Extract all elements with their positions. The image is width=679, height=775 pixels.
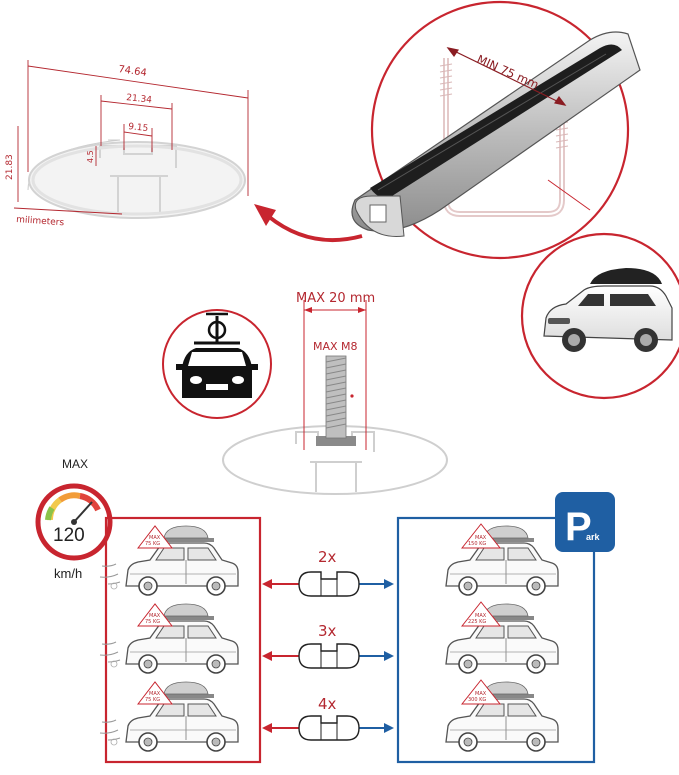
park-tag-3-max: MAX: [475, 691, 487, 697]
park-panel: [396, 492, 615, 764]
speed-unit: km/h: [54, 566, 82, 581]
park-car-1: [445, 525, 559, 596]
park-tag-3: [460, 679, 502, 705]
bar-count-3: 4x: [318, 695, 337, 713]
drive-panel: [104, 516, 262, 764]
drive-tag-2-load: 75 KG: [145, 619, 160, 625]
suv-roofbox-circle: [520, 232, 679, 400]
drive-car-3: [99, 681, 239, 752]
bar-profile-drawing: [13, 60, 249, 219]
bar-count-1: 2x: [318, 548, 337, 566]
park-tag-2-load: 225 KG: [468, 619, 486, 625]
dim-slot-inner: 9.15: [128, 122, 149, 134]
pointer-arrow: [254, 204, 363, 243]
park-tag-3-load: 300 KG: [468, 697, 486, 703]
bolt-size-label: MAX M8: [313, 340, 358, 353]
park-tag-1-load: 150 KG: [468, 541, 486, 547]
park-tag-2-max: MAX: [475, 613, 487, 619]
dim-slot-depth: 4.5: [86, 150, 95, 163]
drive-car-2: [99, 603, 239, 674]
dim-height: 21.83: [5, 154, 15, 180]
park-letter: P: [565, 505, 592, 549]
drive-tag-2: [136, 603, 174, 627]
drive-tag-3-load: 75 KG: [145, 697, 160, 703]
speedometer-icon: [35, 483, 113, 561]
park-car-3: [445, 681, 559, 752]
bar-count-2: 3x: [318, 622, 337, 640]
park-tag-1: [460, 523, 502, 549]
speed-max-label: MAX: [62, 457, 88, 471]
speed-value: 120: [53, 525, 85, 546]
drive-tag-3-max: MAX: [149, 691, 161, 697]
dim-unit-label: milimeters: [16, 215, 65, 228]
bar-count-row-1: [262, 571, 394, 597]
bar-count-row-2: [262, 643, 394, 669]
park-sign-icon: P ark: [565, 505, 601, 549]
drive-tag-2-max: MAX: [149, 613, 161, 619]
drive-car-1: [99, 525, 239, 596]
park-tag-1-max: MAX: [475, 535, 487, 541]
drive-tag-1: [136, 525, 174, 549]
park-tag-2: [460, 601, 502, 627]
max-length-label: MAX 20 mm: [296, 291, 375, 306]
park-suffix: ark: [586, 532, 601, 542]
bike-carrier-circle: [162, 309, 272, 419]
drive-tag-1-load: 75 KG: [145, 541, 160, 547]
dim-slot-outer: 21.34: [126, 93, 153, 106]
park-car-2: [445, 603, 559, 674]
zoom-circle: [351, 0, 641, 260]
dim-total-width: 74.64: [118, 64, 148, 79]
drive-tag-3: [136, 681, 174, 705]
tbolt-cross-section: [222, 300, 448, 495]
bar-count-row-3: [262, 715, 394, 741]
drive-tag-1-max: MAX: [149, 535, 161, 541]
